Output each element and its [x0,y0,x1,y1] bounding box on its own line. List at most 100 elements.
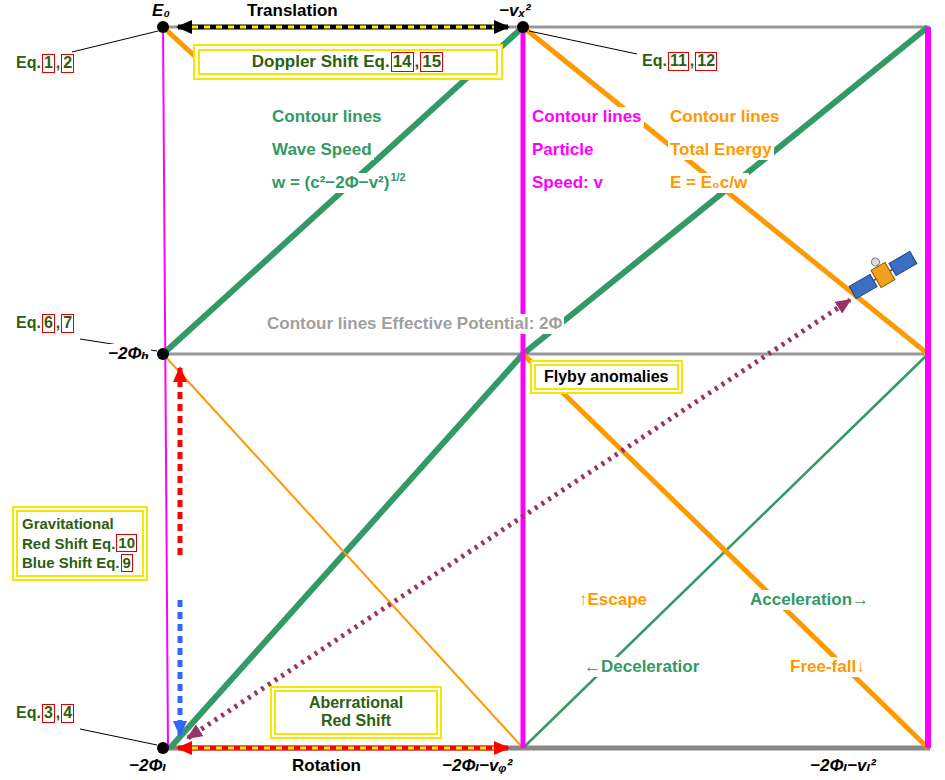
equation-number-box: 15 [420,52,443,72]
contour-label: E = E₀c/w [668,173,749,193]
speed-line [925,27,931,748]
region-label: ↑Escape [577,590,649,610]
box-text: Red Shift Eq. [22,534,115,554]
highlight-box: Doppler Shift Eq.14,15 [193,44,503,80]
contour-label: Wave Speed [270,140,374,160]
equation-label: Eq. [16,54,41,72]
box-text: 9 [123,555,131,571]
box-text: 4 [63,704,72,721]
translation-arrow [178,25,508,30]
equation-reference: Eq.1,2 [14,54,77,73]
box-text: Doppler Shift Eq. [252,52,390,72]
axis-label: −vₓ² [497,1,533,21]
box-text: 12 [697,52,715,69]
blue-shift-arrow [178,600,183,735]
potential-line [163,26,930,29]
speed-line [521,27,526,748]
equation-number-box: 12 [695,52,717,71]
highlight-box: Flyby anomalies [530,360,683,394]
axis-label: −2Φₕ [106,344,151,364]
wave-speed-line [523,354,928,748]
equation-label: , [56,54,60,72]
point-dot [157,742,169,754]
solar-panel [889,251,917,275]
potential-line [163,353,930,356]
contour-label: Contour lines Effective Potential: 2Φ [265,314,564,334]
contour-label: Speed: v [530,173,605,193]
box-text: Gravitational [22,514,114,534]
rotation-arrow [178,746,508,751]
equation-number-box: 2 [61,54,74,73]
energy-line [523,27,928,354]
equation-number-box: 7 [61,314,74,333]
box-text: 6 [44,314,53,331]
axis-label: −2Φₗ [127,756,168,776]
equation-label: , [56,314,60,332]
box-text: 14 [393,53,412,71]
exponent-label: 1/2 [390,171,405,184]
leader-line [529,31,637,54]
red-shift-arrow [178,368,183,555]
solar-panel [849,274,877,298]
equation-label: , [56,704,60,722]
wave-speed-line [523,27,928,354]
equation-number-box: 14 [391,52,414,72]
equation-label: Eq. [642,52,667,70]
box-text: 7 [63,314,72,331]
rotation-arrow [192,747,494,750]
equation-reference: w = (c²−2Φ−v²)1/2 [270,173,408,193]
highlight-box: Aberrational Red Shift [270,686,442,739]
highlight-box: GravitationalRed Shift Eq.10Blue Shift E… [12,506,148,581]
contour-label: Total Energy [668,140,774,160]
speed-line [163,27,168,748]
box-text: 15 [422,53,441,71]
equation-number-box: 9 [121,554,133,572]
equation-reference: Eq.11,12 [640,52,720,71]
flyby-arrow [188,300,850,738]
wave-speed-line [163,27,523,354]
contour-label: Contour lines [270,107,384,127]
equation-number-box: 10 [116,534,137,552]
box-text: 2 [63,54,72,71]
satellite-icon [843,241,918,301]
axis-label: −2Φₗ−vₗ² [808,756,878,776]
box-text: Aberrational Red Shift [296,694,416,731]
contour-label: Contour lines [668,107,782,127]
potential-line [163,746,930,751]
axis-label: −2Φₗ−vᵩ² [440,756,514,776]
point-dot [517,21,529,33]
contour-label: Contour lines [530,107,644,127]
equation-number-box: 6 [42,314,55,333]
satellite-dish [870,257,881,268]
region-label: Acceleration→ [748,590,871,610]
region-label: Free-fall↓ [788,657,867,677]
axis-label: Rotation [290,756,363,776]
contour-label: Particle [530,140,595,160]
equation-label: Eq. [16,314,41,332]
equation-label: w = (c²−2Φ−v²) [272,173,389,193]
equation-label: , [690,52,694,70]
leader-line [72,31,158,52]
point-dot [157,348,169,360]
box-text: , [415,52,420,72]
axis-label: E₀ [150,1,172,21]
region-label: ←Deceleratior [582,657,701,677]
box-text: 3 [44,704,53,721]
equation-label: Eq. [16,704,41,722]
axis-label: Translation [245,1,340,21]
point-dot [157,21,169,33]
equation-reference: Eq.3,4 [14,704,77,723]
equation-number-box: 3 [42,704,55,723]
translation-arrow [192,26,494,29]
box-text: 1 [44,54,53,71]
equation-number-box: 4 [61,704,74,723]
equation-number-box: 11 [668,52,689,71]
equation-reference: Eq.6,7 [14,314,77,333]
leader-line [80,729,157,745]
energy-line [523,354,928,748]
box-text: 10 [118,535,135,551]
box-text: Blue Shift Eq. [22,553,120,573]
box-text: 11 [670,52,687,69]
box-text: Flyby anomalies [544,368,669,386]
equation-number-box: 1 [42,54,55,73]
